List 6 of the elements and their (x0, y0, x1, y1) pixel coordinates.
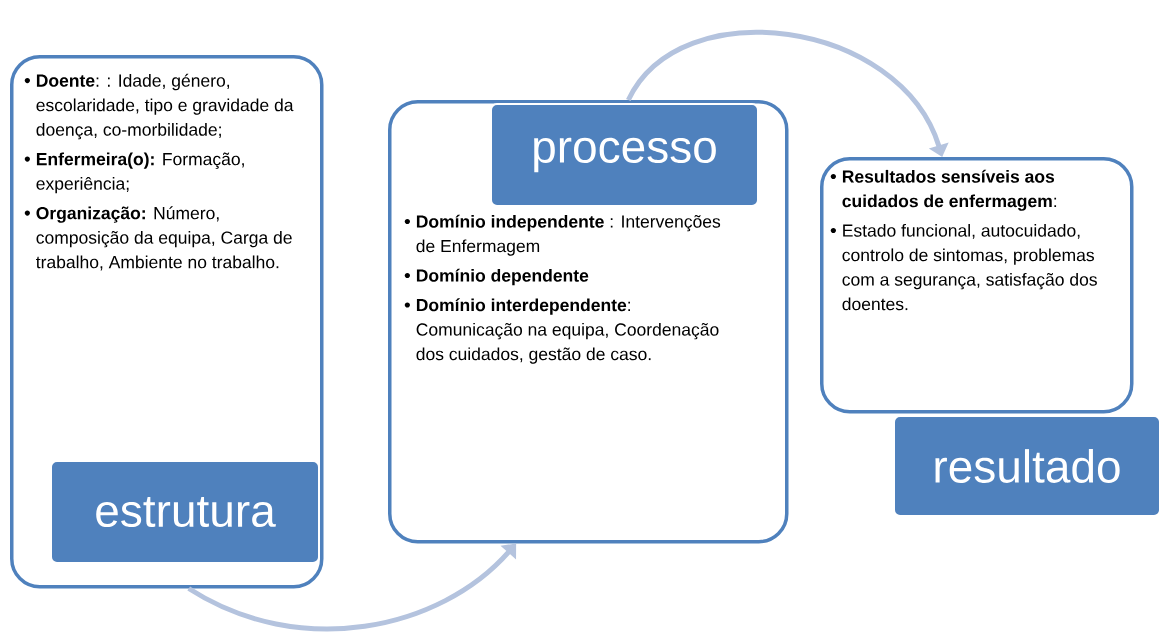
title-box: estrutura (50, 460, 320, 564)
title-box: resultado (893, 415, 1159, 517)
content-box: Resultados sensíveis aos cuidados de enfermagem: Estado funcional, autocuidado, controlo de sintomas, problemas com a segurança, satisfação dos doentes. (820, 157, 1134, 414)
title-box: processo (490, 103, 759, 207)
curved-arrow (187, 543, 517, 632)
curved-arrow (626, 29, 949, 157)
